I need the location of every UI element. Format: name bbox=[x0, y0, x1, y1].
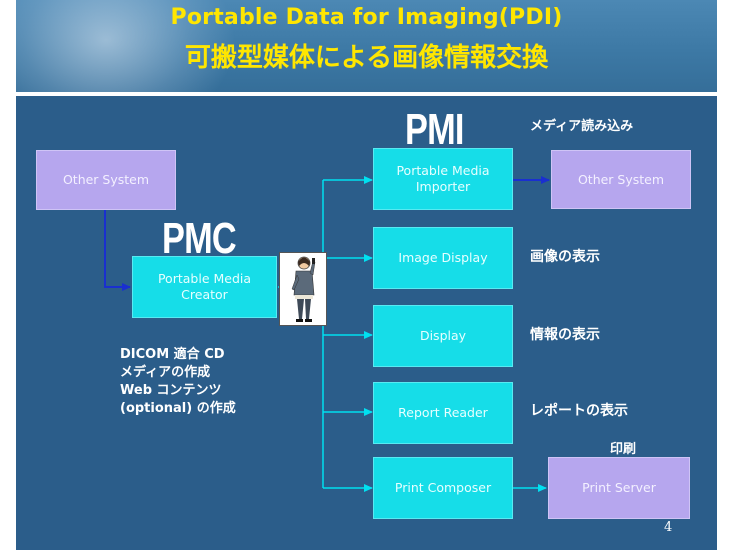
box-other-system-left: Other System bbox=[36, 150, 176, 210]
page-number: 4 bbox=[664, 520, 673, 535]
note-report-display: レポートの表示 bbox=[530, 403, 628, 419]
note-media-import: メディア読み込み bbox=[530, 119, 634, 134]
arrow-othersystem-to-creator bbox=[104, 209, 131, 291]
person-figure-icon bbox=[291, 256, 316, 322]
description-line: Web コンテンツ bbox=[120, 383, 222, 398]
box-image-display: Image Display bbox=[373, 227, 513, 289]
box-portable-media-importer: Portable Media Importer bbox=[373, 148, 513, 210]
pmc-label: PMC bbox=[162, 214, 237, 263]
creator-description: DICOM 適合 CD メディアの作成 Web コンテンツ (optional)… bbox=[120, 346, 236, 418]
title-banner: Portable Data for Imaging(PDI) 可搬型媒体による画… bbox=[16, 0, 717, 92]
box-report-reader: Report Reader bbox=[373, 382, 513, 444]
description-line: DICOM 適合 CD bbox=[120, 347, 225, 362]
note-image-display: 画像の表示 bbox=[530, 249, 600, 265]
description-line: (optional) の作成 bbox=[120, 401, 236, 416]
title-line-2: 可搬型媒体による画像情報交換 bbox=[184, 43, 549, 73]
banner-divider bbox=[16, 92, 717, 96]
pmi-label: PMI bbox=[405, 105, 464, 154]
box-print-composer: Print Composer bbox=[373, 457, 513, 519]
note-print: 印刷 bbox=[610, 442, 637, 457]
note-info-display: 情報の表示 bbox=[530, 327, 600, 343]
title-line-1: Portable Data for Imaging(PDI) bbox=[170, 5, 563, 30]
box-display: Display bbox=[373, 305, 513, 367]
trunk-line bbox=[278, 180, 324, 488]
box-print-server: Print Server bbox=[548, 457, 690, 519]
banner-glow bbox=[16, 0, 236, 92]
slide: Portable Data for Imaging(PDI) 可搬型媒体による画… bbox=[16, 0, 717, 550]
description-line: メディアの作成 bbox=[120, 365, 211, 380]
box-portable-media-creator: Portable Media Creator bbox=[132, 256, 277, 318]
box-other-system-right: Other System bbox=[551, 150, 691, 209]
person-illustration bbox=[279, 252, 327, 326]
